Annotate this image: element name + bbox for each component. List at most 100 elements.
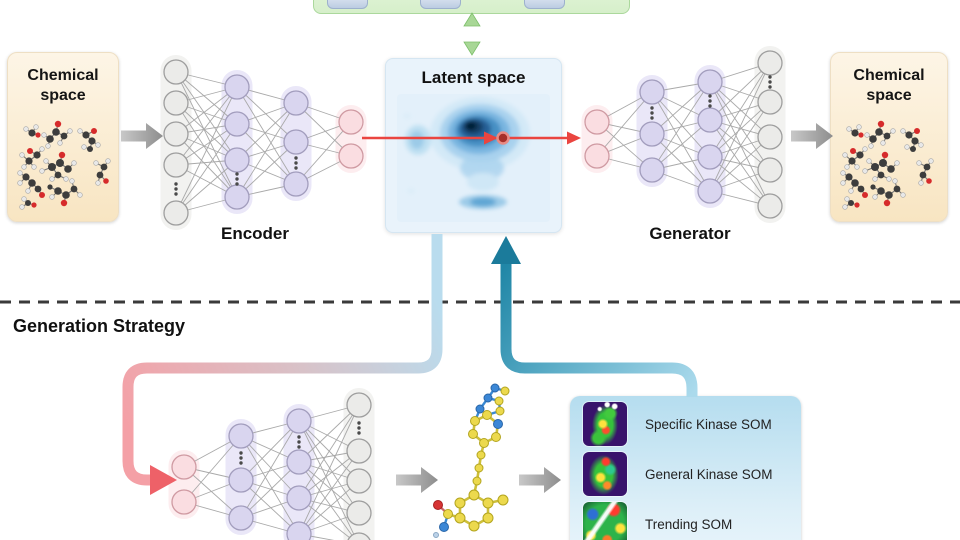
network-node	[171, 489, 197, 515]
property-slot-icon	[420, 0, 461, 9]
ellipsis-dots-icon	[239, 456, 243, 460]
network-node	[171, 454, 197, 480]
gray-flow-arrow-icon	[396, 467, 438, 493]
chemical-space-title: Chemical space	[853, 67, 925, 104]
molecule-cluster-image	[17, 120, 111, 210]
network-node	[584, 143, 610, 169]
network-node	[639, 121, 665, 147]
generator-network	[581, 46, 786, 223]
ellipsis-dots-icon	[768, 75, 772, 79]
network-node	[224, 111, 250, 137]
gray-flow-arrow-icon	[791, 123, 833, 149]
property-panel	[313, 0, 630, 14]
network-node	[338, 109, 364, 135]
teal-arrowhead-icon	[491, 236, 521, 264]
encoder-label: Encoder	[220, 224, 290, 243]
ellipsis-dots-icon	[235, 182, 239, 186]
network-node	[347, 532, 371, 540]
encoder-network	[160, 55, 367, 230]
ellipsis-dots-icon	[294, 161, 298, 165]
network-node	[757, 124, 783, 150]
som-to-latent-curve	[491, 236, 698, 397]
gray-flow-arrow-icon	[121, 123, 163, 149]
generator-label: Generator	[649, 224, 731, 243]
network-node	[639, 79, 665, 105]
som-heatmap-thumbnail	[583, 502, 627, 540]
network-node	[639, 157, 665, 183]
network-node	[346, 468, 372, 494]
network-node	[697, 107, 723, 133]
ellipsis-dots-icon	[768, 80, 772, 84]
ellipsis-dots-icon	[174, 182, 178, 186]
layer-background	[694, 65, 726, 208]
ellipsis-dots-icon	[768, 85, 772, 89]
ellipsis-dots-icon	[650, 111, 654, 115]
ellipsis-dots-icon	[294, 156, 298, 160]
som-row: Trending SOM	[583, 502, 801, 540]
som-row: General Kinase SOM	[583, 452, 801, 496]
ellipsis-dots-icon	[235, 177, 239, 181]
som-heatmap-thumbnail	[583, 402, 627, 446]
som-label: Trending SOM	[645, 516, 733, 532]
layer-background	[280, 86, 312, 201]
network-node	[163, 152, 189, 178]
network-node	[224, 147, 250, 173]
pink-arrowhead-icon	[150, 465, 177, 495]
network-node	[286, 449, 312, 475]
ellipsis-dots-icon	[650, 116, 654, 120]
ellipsis-dots-icon	[174, 192, 178, 196]
layer-background	[225, 419, 257, 535]
network-node	[286, 408, 312, 434]
layer-background	[636, 75, 668, 187]
latent-space-title: Latent space	[421, 68, 526, 87]
ellipsis-dots-icon	[174, 187, 178, 191]
network-node	[346, 438, 372, 464]
som-heatmap-thumbnail	[583, 452, 627, 496]
network-node	[697, 178, 723, 204]
generated-molecule-image	[433, 383, 510, 538]
network-node	[346, 392, 372, 418]
layer-background	[581, 105, 613, 173]
generation-strategy-heading: Generation Strategy	[13, 316, 186, 336]
ellipsis-dots-icon	[650, 106, 654, 110]
chemical-space-box-output: Chemical space	[830, 52, 948, 222]
network-node	[286, 485, 312, 511]
latent-space-box: Latent space	[385, 58, 562, 233]
network-node	[757, 157, 783, 183]
network-node	[346, 500, 372, 526]
ellipsis-dots-icon	[297, 445, 301, 449]
network-node	[757, 50, 783, 76]
network-node	[228, 467, 254, 493]
som-label: General Kinase SOM	[645, 466, 773, 482]
property-slot-icon	[524, 0, 565, 9]
layer-background	[754, 46, 786, 223]
molecule-cluster-image	[840, 120, 934, 210]
ellipsis-dots-icon	[235, 172, 239, 176]
network-node	[757, 193, 783, 219]
network-node	[697, 144, 723, 170]
network-node	[757, 89, 783, 115]
ellipsis-dots-icon	[294, 166, 298, 170]
network-node	[228, 423, 254, 449]
som-panel: Specific Kinase SOM General Kinase SOM T…	[570, 396, 801, 540]
green-double-arrow-icon	[463, 12, 481, 56]
layer-background	[343, 388, 375, 540]
ellipsis-dots-icon	[239, 451, 243, 455]
layer-background	[160, 55, 192, 230]
network-node	[224, 184, 250, 210]
som-label: Specific Kinase SOM	[645, 416, 772, 432]
chemical-space-box-input: Chemical space	[7, 52, 119, 222]
layer-background	[335, 105, 367, 173]
layer-background	[221, 70, 253, 214]
network-node	[338, 143, 364, 169]
network-node	[163, 121, 189, 147]
ellipsis-dots-icon	[297, 435, 301, 439]
network-node	[584, 109, 610, 135]
ellipsis-dots-icon	[239, 461, 243, 465]
ellipsis-dots-icon	[357, 426, 361, 430]
network-node	[283, 129, 309, 155]
network-node	[286, 521, 312, 540]
gray-flow-arrow-icon	[519, 467, 561, 493]
latent-density-heatmap	[397, 94, 550, 222]
